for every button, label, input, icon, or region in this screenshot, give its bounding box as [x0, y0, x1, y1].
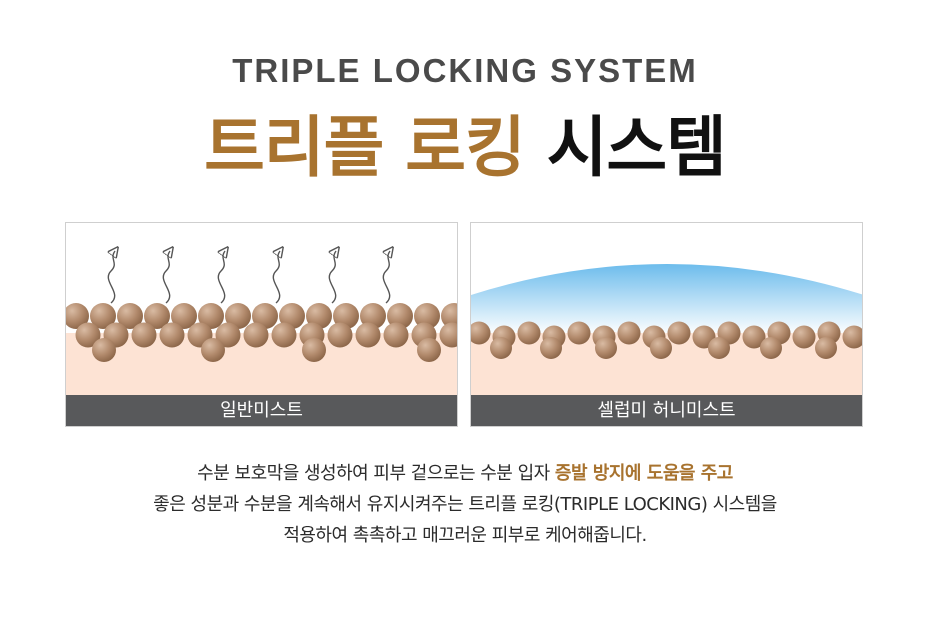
- particle: [414, 303, 440, 329]
- particle: [243, 322, 269, 348]
- particle: [198, 303, 224, 329]
- particle: [815, 337, 837, 359]
- particle: [490, 337, 512, 359]
- korean-title-accent: 트리플 로킹: [204, 109, 526, 186]
- particle: [441, 303, 457, 329]
- particle: [92, 338, 116, 362]
- particle: [159, 322, 185, 348]
- honey-mist-illustration: [471, 223, 862, 397]
- particle: [517, 321, 541, 345]
- honey-mist-label: 셀럽미 허니미스트: [471, 395, 862, 426]
- particle: [302, 338, 326, 362]
- particle: [595, 337, 617, 359]
- particle: [201, 338, 225, 362]
- moisture-particles: [471, 321, 862, 359]
- particle: [439, 322, 457, 348]
- english-title: TRIPLE LOCKING SYSTEM: [232, 52, 698, 89]
- evaporation-arrow: [329, 251, 336, 304]
- particle: [417, 338, 441, 362]
- particle: [650, 337, 672, 359]
- evaporation-arrow: [163, 251, 170, 304]
- particle: [742, 325, 766, 349]
- particle: [131, 322, 157, 348]
- evaporation-arrow: [218, 251, 225, 304]
- normal-mist-label: 일반미스트: [66, 395, 457, 426]
- protective-barrier: [471, 264, 862, 335]
- particle: [617, 321, 641, 345]
- particle: [540, 337, 562, 359]
- particle: [90, 303, 116, 329]
- normal-mist-panel: 일반미스트: [65, 222, 458, 427]
- evaporation-arrow: [273, 251, 280, 304]
- particle: [842, 325, 862, 349]
- description-highlight: 증발 방지에 도움을 주고: [554, 463, 733, 484]
- korean-title: 트리플 로킹 시스템: [0, 108, 930, 188]
- moisture-particles: [66, 303, 457, 362]
- normal-mist-illustration: [66, 223, 457, 397]
- particle: [387, 303, 413, 329]
- particle: [471, 321, 491, 345]
- particle: [252, 303, 278, 329]
- evaporation-arrow: [108, 251, 115, 304]
- particle: [567, 321, 591, 345]
- particle: [327, 322, 353, 348]
- description: 수분 보호막을 생성하여 피부 겉으로는 수분 입자 증발 방지에 도움을 주고…: [0, 458, 930, 551]
- particle: [708, 337, 730, 359]
- description-line-1: 수분 보호막을 생성하여 피부 겉으로는 수분 입자 증발 방지에 도움을 주고: [197, 463, 733, 484]
- particle: [279, 303, 305, 329]
- particle: [271, 322, 297, 348]
- particle: [225, 303, 251, 329]
- particle: [66, 303, 89, 329]
- particle: [760, 337, 782, 359]
- particle: [355, 322, 381, 348]
- particle: [75, 322, 101, 348]
- description-line-2: 좋은 성분과 수분을 계속해서 유지시켜주는 트리플 로킹(TRIPLE LOC…: [153, 494, 777, 515]
- particle: [171, 303, 197, 329]
- particle: [360, 303, 386, 329]
- particle: [117, 303, 143, 329]
- korean-title-dark: 시스템: [546, 109, 727, 186]
- particle: [333, 303, 359, 329]
- particle: [144, 303, 170, 329]
- evaporation-arrows: [108, 251, 390, 304]
- particle: [306, 303, 332, 329]
- honey-mist-panel: 셀럽미 허니미스트: [470, 222, 863, 427]
- particle: [667, 321, 691, 345]
- particle: [383, 322, 409, 348]
- description-line-3: 적용하여 촉촉하고 매끄러운 피부로 케어해줍니다.: [283, 525, 647, 546]
- evaporation-arrow: [383, 251, 390, 304]
- particle: [792, 325, 816, 349]
- particle: [215, 322, 241, 348]
